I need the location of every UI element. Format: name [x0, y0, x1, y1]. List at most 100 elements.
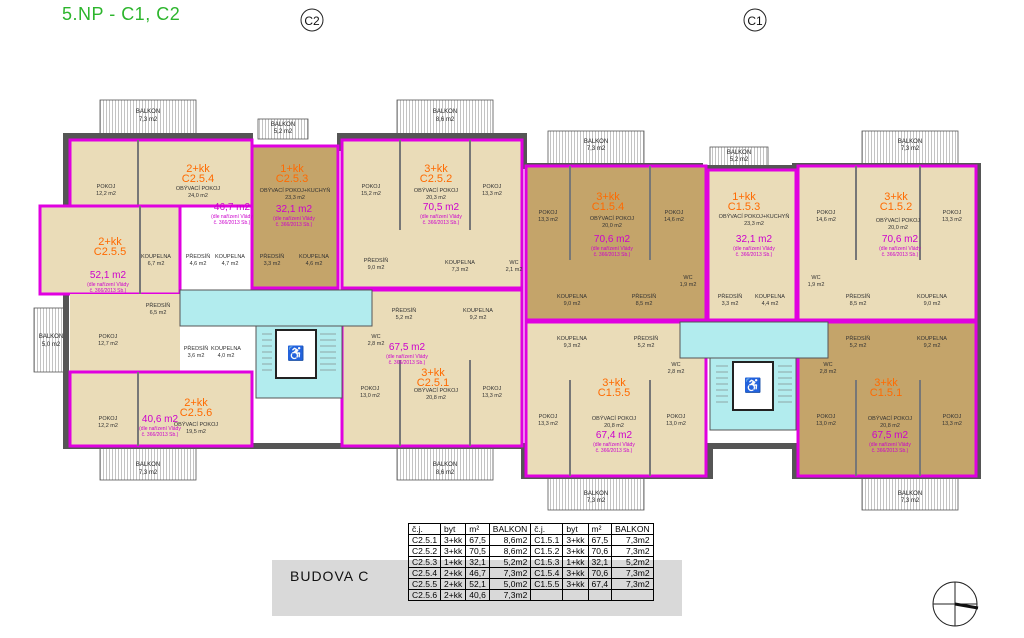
table-cell: C2.5.2: [407, 545, 442, 557]
svg-text:13,0 m2: 13,0 m2: [360, 393, 380, 399]
svg-text:19,5 m2: 19,5 m2: [186, 429, 206, 435]
svg-text:OBÝVACÍ POKOJ: OBÝVACÍ POKOJ: [176, 185, 220, 192]
svg-text:WC: WC: [811, 275, 820, 281]
svg-text:5,2 m2: 5,2 m2: [638, 343, 655, 349]
wheelchair-icon: ♿: [744, 377, 761, 394]
svg-text:POKOJ: POKOJ: [539, 414, 558, 420]
table-cell: 67,4: [587, 578, 613, 590]
table-cell: 3+kk: [440, 534, 467, 546]
svg-text:BALKON: BALKON: [727, 150, 751, 156]
unit-type: 2+kk: [186, 163, 210, 175]
unit-code: C2.5.6: [180, 407, 212, 419]
table-cell: 3+kk: [562, 534, 589, 546]
svg-text:(dle nařízení Vlády: (dle nařízení Vlády: [420, 214, 462, 220]
svg-text:KOUPELNA: KOUPELNA: [299, 254, 329, 260]
svg-text:POKOJ: POKOJ: [667, 414, 686, 420]
svg-text:BALKON: BALKON: [136, 462, 160, 468]
svg-text:2,8 m2: 2,8 m2: [368, 341, 385, 347]
svg-text:20,8 m2: 20,8 m2: [880, 423, 900, 429]
svg-text:20,3 m2: 20,3 m2: [426, 195, 446, 201]
table-cell: 3+kk: [562, 545, 589, 557]
page-title: 5.NP - C1, C2: [62, 4, 181, 24]
svg-text:(dle nařízení Vlády: (dle nařízení Vlády: [139, 426, 181, 432]
svg-text:4,6 m2: 4,6 m2: [306, 261, 323, 267]
table-cell: 3+kk: [562, 567, 589, 579]
svg-text:OBÝVACÍ POKOJ: OBÝVACÍ POKOJ: [174, 421, 218, 428]
section-label-c2: C2: [304, 14, 320, 28]
svg-text:5,2 m2: 5,2 m2: [396, 315, 413, 321]
table-row: C2.5.5 2+kk 52,1 5,0m2 C1.5.5 3+kk 67,4 …: [407, 578, 654, 590]
svg-text:13,3 m2: 13,3 m2: [538, 217, 558, 223]
table-cell: 32,1: [587, 556, 613, 568]
unit-type: 3+kk: [421, 367, 445, 379]
table-header: byt: [440, 523, 467, 535]
table-cell: 52,1: [465, 578, 490, 590]
unit-area: 32,1 m2: [736, 234, 773, 245]
svg-text:WC: WC: [509, 260, 518, 266]
svg-text:KOUPELNA: KOUPELNA: [557, 336, 587, 342]
table-header: BALKON: [488, 523, 532, 535]
svg-text:8,5 m2: 8,5 m2: [636, 301, 653, 307]
svg-text:POKOJ: POKOJ: [483, 386, 502, 392]
svg-text:BALKON: BALKON: [898, 139, 922, 145]
unit-c254: [68, 138, 254, 208]
svg-text:(dle nařízení Vlády: (dle nařízení Vlády: [869, 442, 911, 448]
svg-text:POKOJ: POKOJ: [943, 414, 962, 420]
svg-text:5,0 m2: 5,0 m2: [42, 342, 61, 348]
wheelchair-icon: ♿: [287, 345, 304, 362]
unit-type: 3+kk: [884, 191, 908, 203]
svg-text:OBÝVACÍ POKOJ: OBÝVACÍ POKOJ: [414, 187, 458, 194]
svg-text:č. 366/2013 Sb.): č. 366/2013 Sb.): [596, 448, 633, 454]
table-row: C2.5.6 2+kk 40,6 7,3m2: [407, 589, 654, 601]
svg-text:OBÝVACÍ POKOJ+KUCHYŇ: OBÝVACÍ POKOJ+KUCHYŇ: [260, 187, 331, 194]
unit-c256: [68, 370, 254, 448]
unit-c253: [250, 144, 340, 290]
svg-text:3,3 m2: 3,3 m2: [722, 301, 739, 307]
svg-text:PŘEDSÍŇ: PŘEDSÍŇ: [632, 292, 656, 300]
svg-text:7,3 m2: 7,3 m2: [139, 470, 158, 476]
unit-code: C1.5.1: [870, 387, 902, 399]
svg-text:POKOJ: POKOJ: [361, 386, 380, 392]
svg-text:BALKON: BALKON: [584, 139, 608, 145]
unit-area: 70,6 m2: [882, 234, 919, 245]
table-header: m²: [465, 523, 490, 535]
unit-type: 2+kk: [98, 236, 122, 248]
svg-text:7,3 m2: 7,3 m2: [587, 146, 606, 152]
svg-text:OBÝVACÍ POKOJ: OBÝVACÍ POKOJ: [592, 415, 636, 422]
svg-text:6,5 m2: 6,5 m2: [150, 310, 167, 316]
balconies: [33, 99, 959, 511]
svg-text:23,3 m2: 23,3 m2: [285, 195, 305, 201]
table-cell: C2.5.6: [407, 589, 442, 601]
svg-text:5,2 m2: 5,2 m2: [850, 343, 867, 349]
balcony: [99, 99, 197, 135]
svg-text:20,8 m2: 20,8 m2: [426, 395, 446, 401]
unit-area: 40,6 m2: [142, 414, 179, 425]
table-cell: C1.5.3: [530, 556, 564, 568]
table-cell: 46,7: [465, 567, 490, 579]
stair-core-c1: ♿: [679, 321, 829, 431]
table-cell: C1.5.5: [530, 578, 564, 590]
svg-text:č. 366/2013 Sb.): č. 366/2013 Sb.): [423, 220, 460, 226]
svg-text:POKOJ: POKOJ: [362, 184, 381, 190]
svg-text:WC: WC: [823, 362, 832, 368]
unit-type: 3+kk: [874, 377, 898, 389]
unit-area: 67,5 m2: [872, 430, 909, 441]
svg-text:(dle nařízení Vlády: (dle nařízení Vlády: [87, 282, 129, 288]
unit-area: 67,4 m2: [596, 430, 633, 441]
table-cell: C2.5.4: [407, 567, 442, 579]
svg-text:BALKON: BALKON: [433, 462, 457, 468]
unit-c255: [38, 204, 182, 372]
building-label: BUDOVA C: [290, 568, 370, 584]
balcony: [547, 475, 645, 511]
svg-text:KOUPELNA: KOUPELNA: [141, 254, 171, 260]
table-cell: [611, 589, 654, 601]
unit-type: 3+kk: [602, 377, 626, 389]
svg-text:č. 366/2013 Sb.): č. 366/2013 Sb.): [142, 432, 179, 438]
svg-text:7,3 m2: 7,3 m2: [901, 498, 920, 504]
svg-text:č. 366/2013 Sb.): č. 366/2013 Sb.): [214, 220, 251, 226]
balcony: [861, 130, 959, 166]
svg-text:9,3 m2: 9,3 m2: [564, 343, 581, 349]
svg-text:8,5 m2: 8,5 m2: [850, 301, 867, 307]
balcony-labels: BALKON 7,3 m2 BALKON 5,2 m2 BALKON 8,6 m…: [39, 109, 922, 504]
